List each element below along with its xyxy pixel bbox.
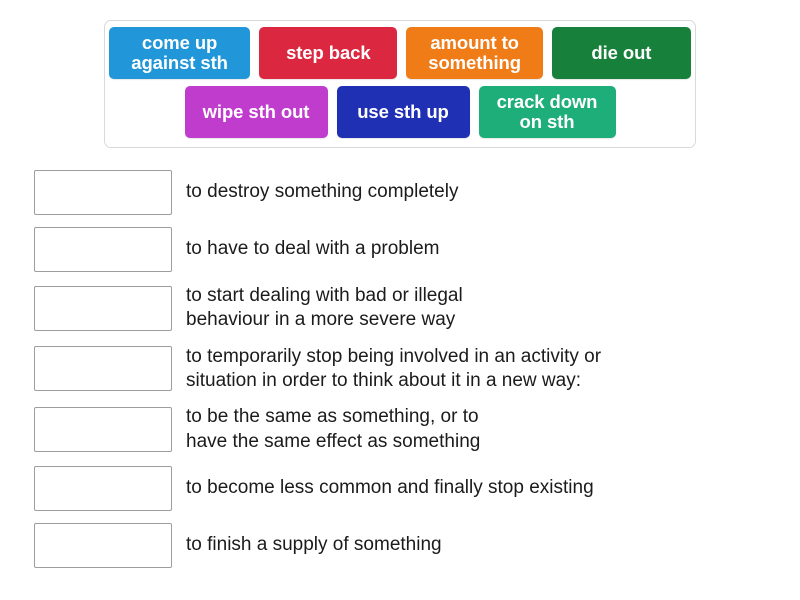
answer-row: to be the same as something, or to have … [34, 405, 766, 454]
word-tile-label: crack down on sth [496, 91, 598, 132]
word-tile-label: die out [591, 42, 652, 64]
word-tile-die-out[interactable]: die out [551, 27, 691, 79]
word-tile-label: step back [286, 42, 371, 64]
tile-row-2: wipe sth out use sth up crack down on st… [109, 86, 691, 138]
word-tile-label: amount to something [428, 32, 521, 73]
answer-row: to become less common and finally stop e… [34, 465, 766, 511]
drop-box[interactable] [34, 227, 172, 272]
word-tile-amount-to-something[interactable]: amount to something [406, 27, 543, 79]
definition-text: to start dealing with bad or illegal beh… [186, 285, 463, 331]
answer-row: to destroy something completely [34, 170, 766, 215]
answer-row: to have to deal with a problem [34, 227, 766, 272]
drop-box[interactable] [34, 522, 172, 568]
drop-box[interactable] [34, 465, 172, 511]
answer-row: to start dealing with bad or illegal beh… [34, 284, 766, 333]
drop-box[interactable] [34, 346, 172, 392]
definition-text: to finish a supply of something [186, 534, 442, 556]
word-tile-use-sth-up[interactable]: use sth up [336, 86, 470, 138]
tile-row-1: come up against sth step back amount to … [109, 27, 691, 79]
answer-row: to temporarily stop being involved in an… [34, 345, 766, 394]
word-tile-label: come up against sth [131, 32, 228, 73]
drop-box[interactable] [34, 407, 172, 453]
word-tile-label: use sth up [357, 101, 449, 123]
word-tile-come-up-against-sth[interactable]: come up against sth [109, 27, 251, 79]
definition-text: to temporarily stop being involved in an… [186, 345, 602, 391]
definition-text: to have to deal with a problem [186, 238, 440, 260]
answer-list: to destroy something completely to have … [34, 170, 766, 580]
drop-box[interactable] [34, 170, 172, 215]
word-tile-label: wipe sth out [202, 101, 310, 123]
word-tile-crack-down-on-sth[interactable]: crack down on sth [478, 86, 616, 138]
answer-row: to finish a supply of something [34, 522, 766, 568]
definition-text: to become less common and finally stop e… [186, 477, 594, 499]
word-tile-tray: come up against sth step back amount to … [104, 20, 696, 148]
word-tile-wipe-sth-out[interactable]: wipe sth out [184, 86, 328, 138]
definition-text: to be the same as something, or to have … [186, 406, 481, 452]
drop-box[interactable] [34, 285, 172, 331]
word-tile-step-back[interactable]: step back [259, 27, 398, 79]
definition-text: to destroy something completely [186, 181, 459, 203]
